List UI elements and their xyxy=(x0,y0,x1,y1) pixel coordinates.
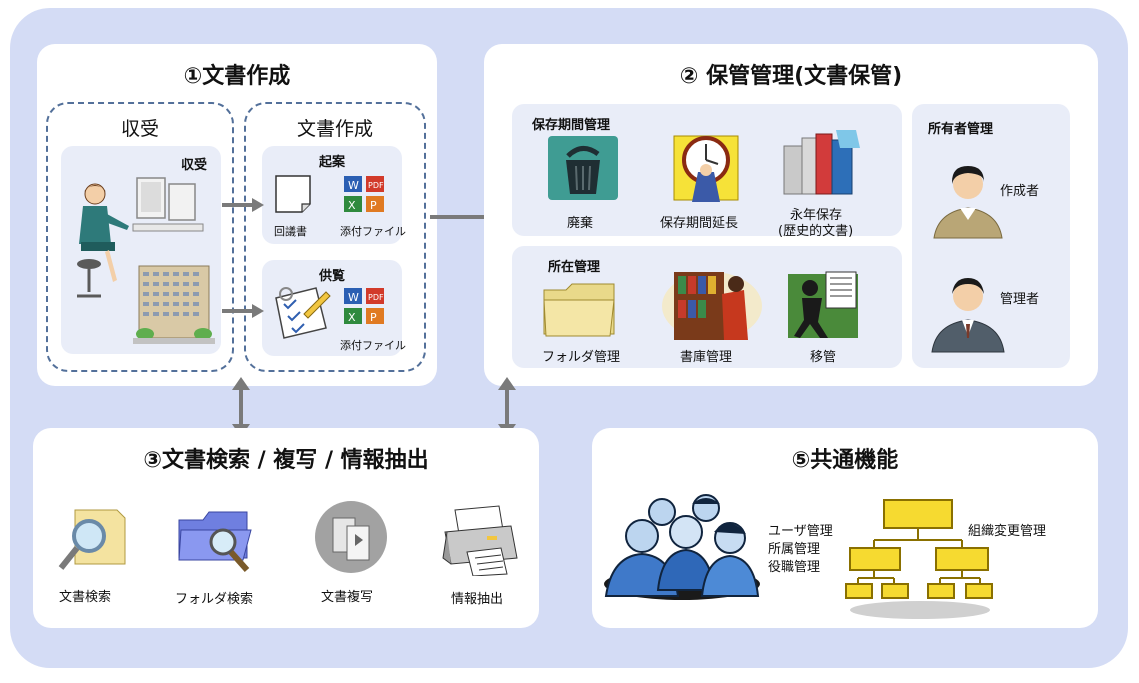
owner-title: 所有者管理 xyxy=(928,122,994,137)
draft-item-2: 添付ファイル xyxy=(340,225,406,238)
svg-text:P: P xyxy=(370,311,377,324)
arrow-receive-to-draft xyxy=(222,198,264,212)
receive-box-title: 収受 xyxy=(180,158,207,173)
office-building-icon xyxy=(133,265,215,344)
user-management-line-3: 役職管理 xyxy=(768,560,821,575)
user-management-line-1: ユーザ管理 xyxy=(768,524,833,539)
archive-binders-icon xyxy=(783,130,860,195)
svg-text:W: W xyxy=(348,179,359,192)
svg-text:W: W xyxy=(348,291,359,304)
create-group: 文書作成 起案 W PDF X P 回議書 添付ファイル 供覧 xyxy=(244,102,426,372)
search-item-1: 文書検索 xyxy=(59,590,112,605)
location-item-1: フォルダ管理 xyxy=(542,350,621,365)
attachment-files-icon: W PDF X P xyxy=(344,176,384,212)
search-item-2: フォルダ検索 xyxy=(175,592,254,607)
svg-text:P: P xyxy=(370,199,377,212)
svg-text:PDF: PDF xyxy=(368,293,384,302)
paper-icon xyxy=(275,175,311,213)
owner-box: 所有者管理 作成者 管理者 xyxy=(912,104,1070,368)
retention-item-2: 保存期間延長 xyxy=(660,216,739,231)
trash-can-icon xyxy=(548,136,618,200)
printer-icon xyxy=(442,505,518,576)
computer-icon xyxy=(132,177,204,232)
library-shelf-icon xyxy=(662,272,762,340)
section-title: ② 保管管理(文書保管) xyxy=(679,64,903,89)
review-title: 供覧 xyxy=(318,269,345,284)
receive-group: 収受 収受 xyxy=(46,102,234,372)
user-group-icon xyxy=(604,494,760,600)
transfer-person-icon xyxy=(788,271,858,338)
retention-box: 保存期間管理 廃棄 保存期間延長 永年保存 (歴史的文書) xyxy=(512,104,902,239)
location-item-2: 書庫管理 xyxy=(680,350,733,365)
section-title: ③文書検索 / 複写 / 情報抽出 xyxy=(143,448,429,473)
user-management-line-2: 所属管理 xyxy=(768,542,821,557)
org-chart-icon xyxy=(845,499,993,619)
retention-item-1: 廃棄 xyxy=(567,216,594,231)
receive-box: 収受 xyxy=(61,146,221,354)
retention-title: 保存期間管理 xyxy=(532,118,611,133)
search-item-4: 情報抽出 xyxy=(451,592,504,607)
search-item-3: 文書複写 xyxy=(321,590,374,605)
male-user-icon xyxy=(931,278,1005,353)
folder-icon xyxy=(543,283,615,337)
review-item-2: 添付ファイル xyxy=(340,339,406,352)
org-change-management-label: 組織変更管理 xyxy=(968,524,1047,539)
draft-item-1: 回議書 xyxy=(274,225,307,238)
attachment-files-icon: W PDF X P xyxy=(344,288,384,324)
section-title: ①文書作成 xyxy=(183,64,291,89)
section-document-creation: ①文書作成 収受 収受 xyxy=(37,44,437,386)
draft-box: 起案 W PDF X P 回議書 添付ファイル xyxy=(262,146,406,244)
owner-item-2: 管理者 xyxy=(1000,292,1040,307)
location-box: 所在管理 フォルダ管理 書庫管理 移管 xyxy=(512,246,902,368)
female-user-icon xyxy=(933,166,1003,239)
document-copy-icon xyxy=(315,501,387,573)
section-storage-management: ② 保管管理(文書保管) 保存期間管理 廃棄 保存期間延長 永年保存 (歴史的文… xyxy=(484,44,1098,386)
owner-item-1: 作成者 xyxy=(1000,184,1040,199)
review-box: 供覧 W PDF X P 添付ファイル xyxy=(262,260,406,356)
checklist-pen-icon xyxy=(275,287,331,339)
section-search-copy-extract: ③文書検索 / 複写 / 情報抽出 文書検索 フォルダ検索 文書複写 情報抽出 xyxy=(33,428,539,628)
section-title: ⑤共通機能 xyxy=(791,448,899,473)
arrow-receive-to-review xyxy=(222,304,264,318)
draft-title: 起案 xyxy=(318,155,345,170)
section-common-functions: ⑤共通機能 ユーザ管理 所属管理 役職管理 組織変更管理 xyxy=(592,428,1098,628)
svg-text:X: X xyxy=(348,199,356,212)
create-group-title: 文書作成 xyxy=(296,118,373,140)
document-search-icon xyxy=(58,509,126,570)
folder-search-icon xyxy=(178,511,252,572)
svg-text:X: X xyxy=(348,311,356,324)
retention-item-4: (歴史的文書) xyxy=(778,224,854,239)
clock-extend-icon xyxy=(673,135,739,202)
location-item-3: 移管 xyxy=(810,350,837,365)
svg-text:PDF: PDF xyxy=(368,181,384,190)
office-worker-icon xyxy=(77,183,129,298)
location-title: 所在管理 xyxy=(548,260,601,275)
receive-group-title: 収受 xyxy=(120,118,159,140)
retention-item-3: 永年保存 xyxy=(790,208,843,223)
